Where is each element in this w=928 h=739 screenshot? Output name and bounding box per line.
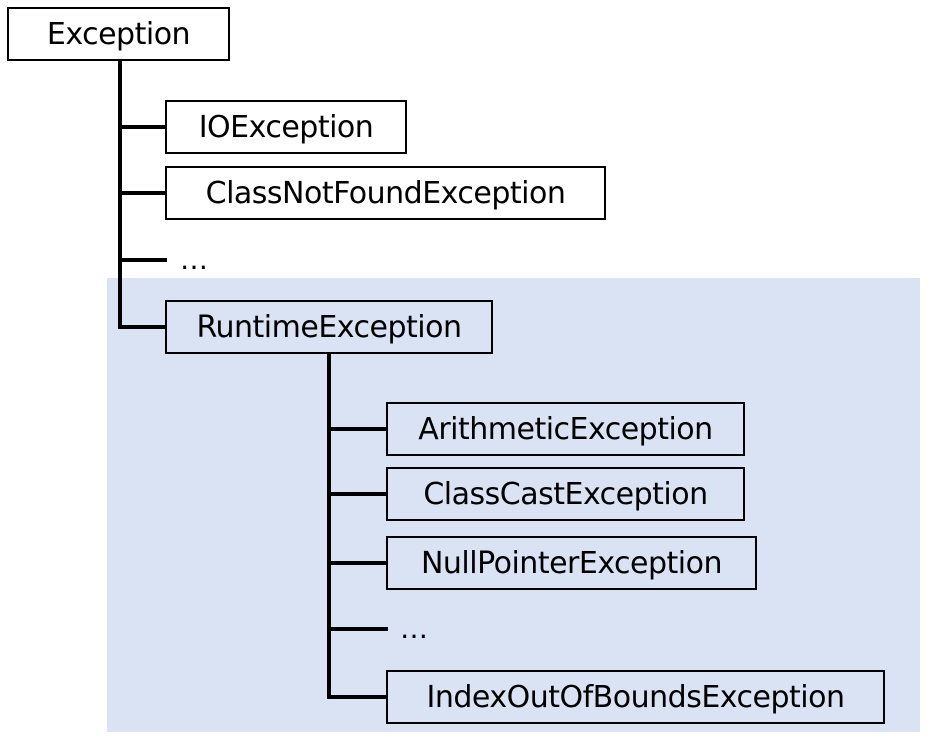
ellipsis-root-children: … [180, 243, 208, 276]
ellipsis-runtime-children: … [400, 612, 428, 645]
branch-ellipsis-1 [118, 258, 167, 262]
node-exception: Exception [7, 7, 230, 61]
root-trunk-line [118, 61, 122, 329]
branch-ioexception [118, 125, 167, 129]
branch-arithmetic [327, 427, 388, 431]
node-nullpointerexception: NullPointerException [386, 536, 757, 590]
runtime-trunk-line [327, 354, 331, 699]
node-arithmeticexception: ArithmeticException [386, 402, 745, 456]
node-runtimeexception: RuntimeException [165, 300, 493, 354]
node-indexoutofboundsexception: IndexOutOfBoundsException [386, 670, 885, 724]
branch-runtime [118, 325, 167, 329]
node-classnotfoundexception: ClassNotFoundException [165, 166, 606, 220]
node-classcastexception: ClassCastException [386, 467, 745, 521]
branch-nullpointer [327, 561, 388, 565]
branch-classcast [327, 492, 388, 496]
branch-classnotfound [118, 191, 167, 195]
node-ioexception: IOException [165, 100, 407, 154]
branch-indexoutofbounds [327, 695, 388, 699]
branch-ellipsis-2 [327, 627, 388, 631]
